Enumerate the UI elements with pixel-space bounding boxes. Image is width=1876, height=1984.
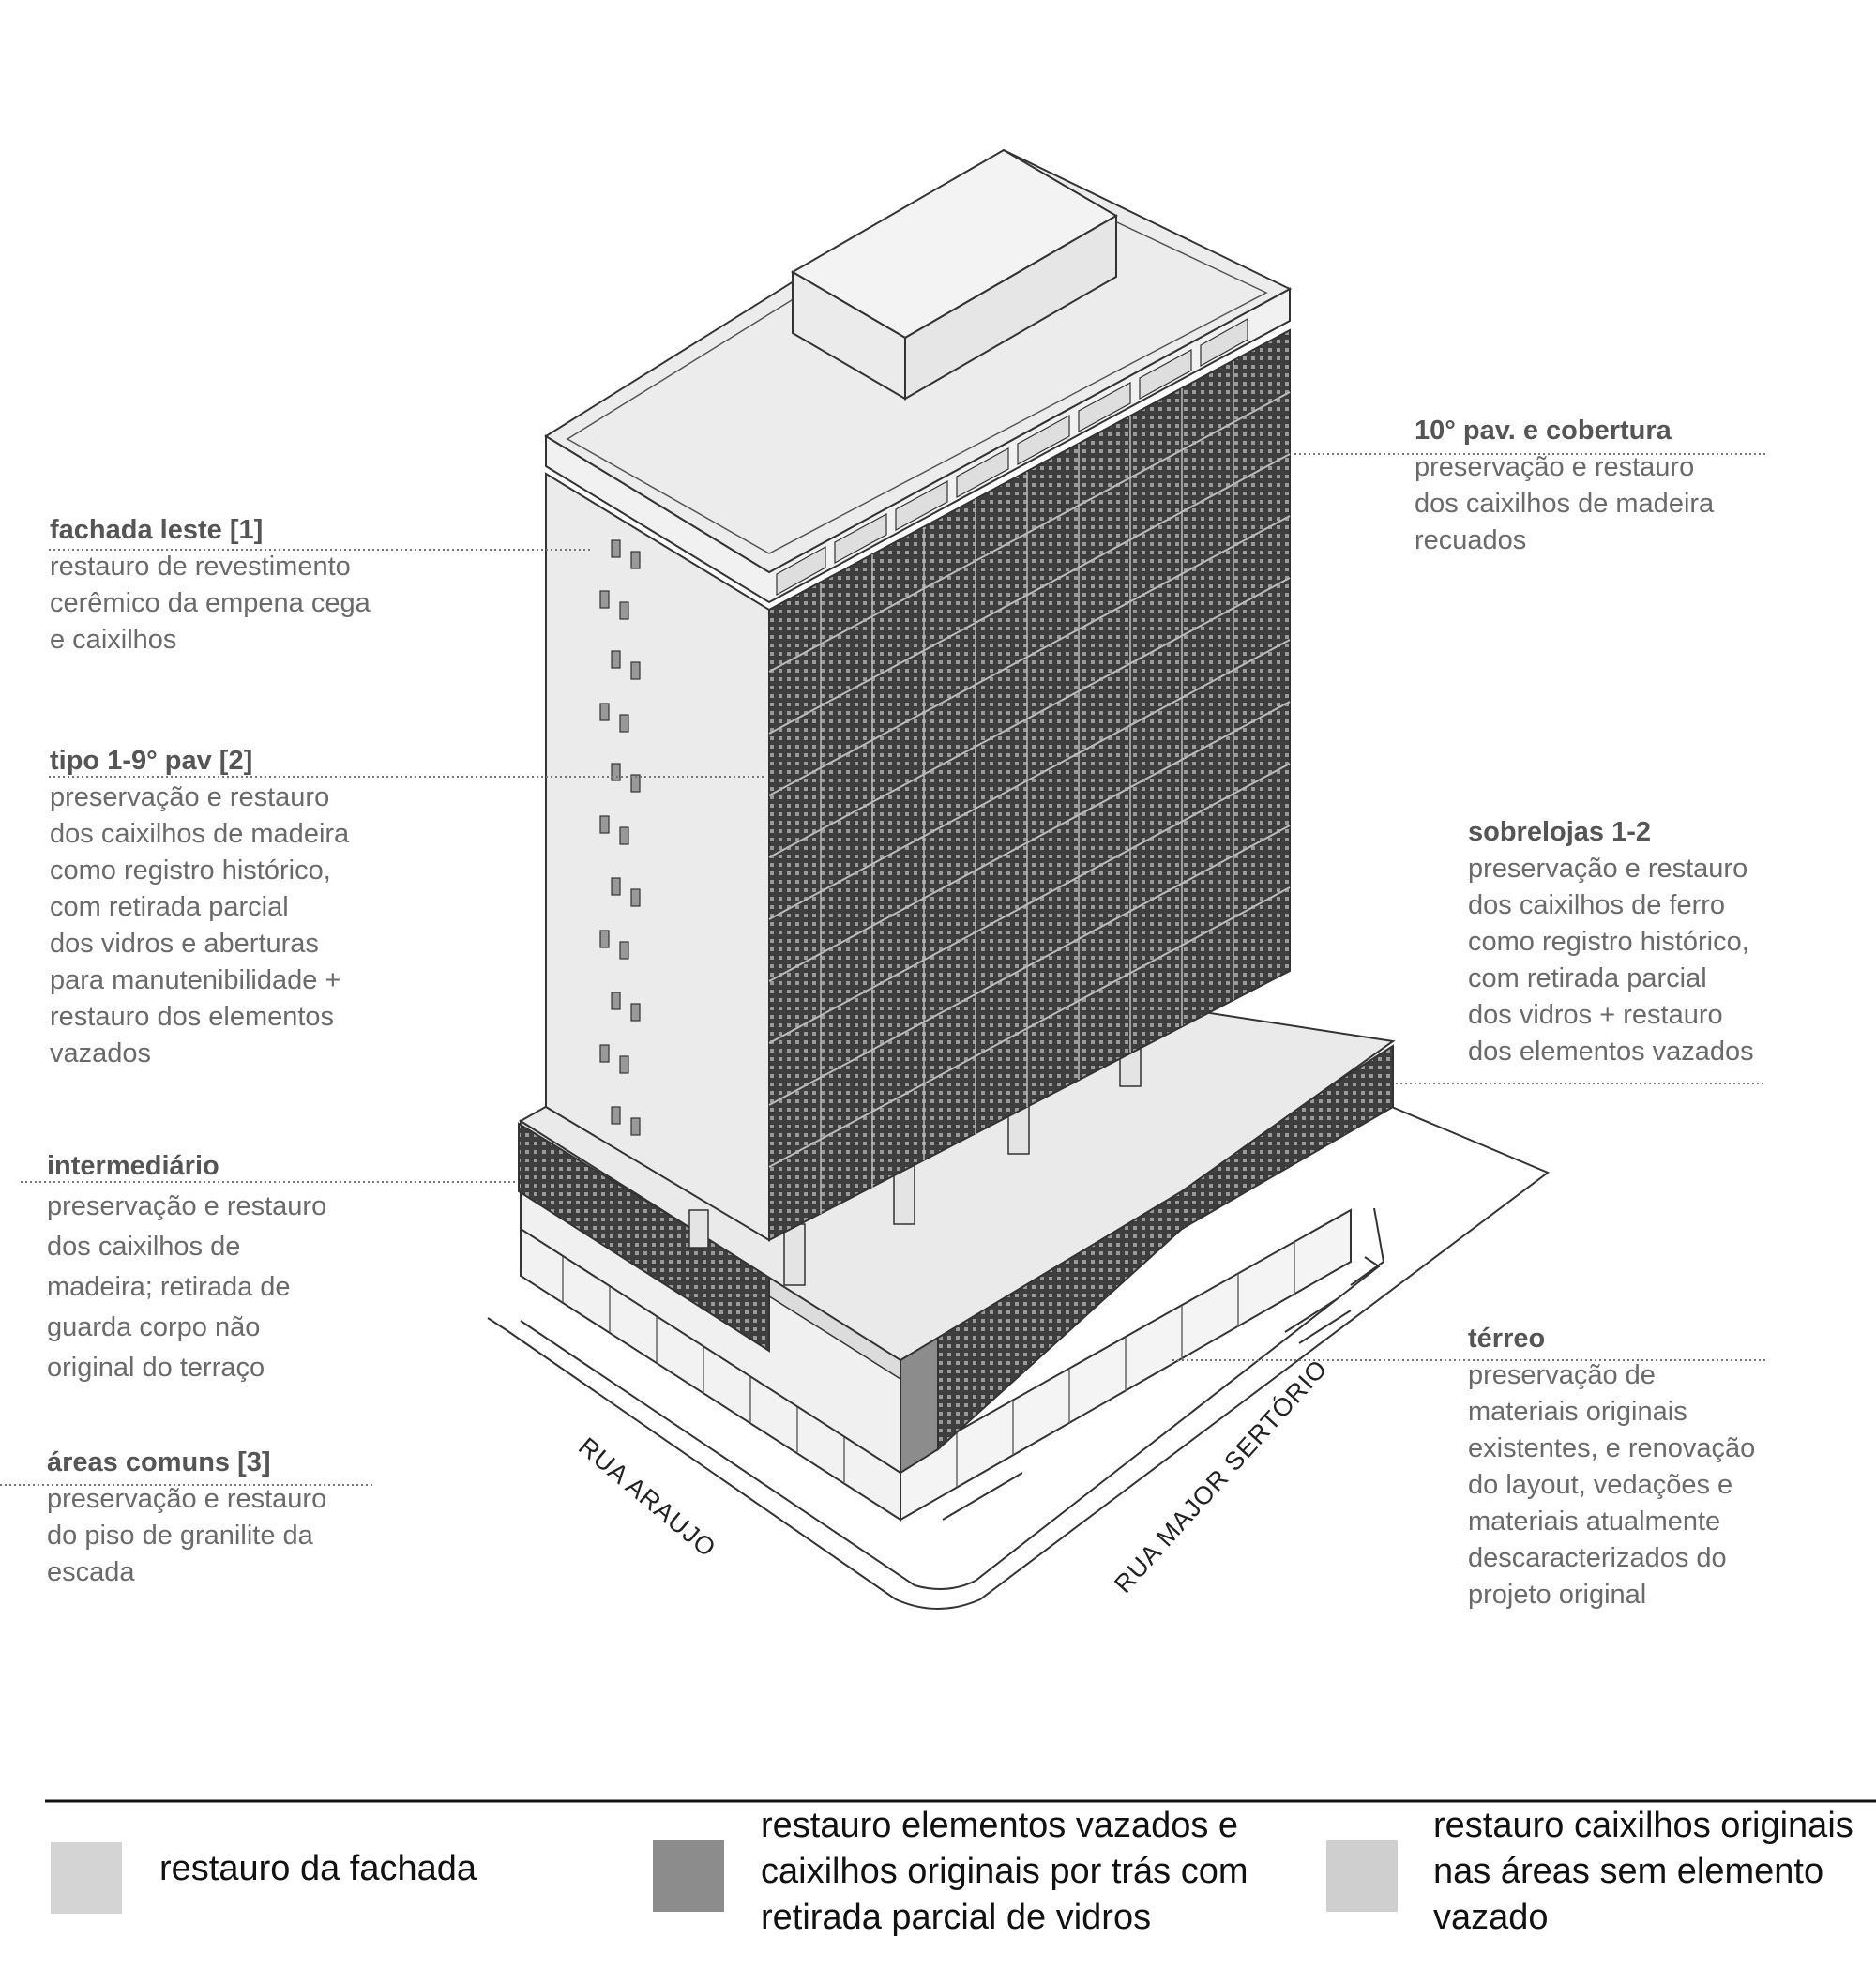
legend-item-fachada: restauro da fachada [51, 1803, 613, 1981]
annotation-areas-comuns-title: áreas comuns [3] [47, 1447, 271, 1477]
legend-swatch-caixilhos [1326, 1840, 1398, 1912]
annotation-areas-comuns: áreas comuns [3] preservação e restauro … [47, 1445, 326, 1591]
legend-label-vazados: restauro elementos vazados e caixilhos o… [761, 1806, 1248, 1937]
legend-label-caixilhos: restauro caixilhos originais nas áreas s… [1433, 1806, 1853, 1937]
annotation-sobrelojas-title: sobrelojas 1-2 [1468, 817, 1652, 847]
annotation-intermediario-title: intermediário [47, 1151, 219, 1181]
annotation-terreo: térreo preservação de materiais originai… [1468, 1321, 1755, 1613]
ground-floor-glazing [520, 1208, 1352, 1522]
annotation-cobertura: 10° pav. e cobertura preservação e resta… [1415, 413, 1714, 559]
legend-swatch-vazados [653, 1840, 724, 1912]
tower-east-facade [545, 472, 770, 1242]
annotation-fachada-leste-text: restauro de revestimento cerêmico da emp… [50, 552, 371, 655]
east-facade-windows [599, 539, 641, 1136]
street-label-araujo: RUA ARAUJO [573, 1432, 721, 1563]
leader-lines [0, 453, 1765, 1486]
tower-floor-lines [768, 391, 1291, 1168]
annotation-intermediario-text: preservação e restauro dos caixilhos de … [47, 1191, 327, 1383]
annotation-tipo-text: preservação e restauro dos caixilhos de … [50, 782, 350, 1068]
annotation-sobrelojas: sobrelojas 1-2 preservação e restauro do… [1468, 814, 1754, 1070]
annotation-cobertura-title: 10° pav. e cobertura [1415, 416, 1672, 446]
annotation-fachada-leste-title: fachada leste [1] [50, 515, 264, 545]
annotation-tipo-title: tipo 1-9° pav [2] [50, 746, 253, 776]
legend-label-fachada: restauro da fachada [159, 1849, 477, 1888]
tower-perforated-facade [768, 328, 1291, 1242]
annotation-fachada-leste: fachada leste [1] restauro de revestimen… [50, 512, 371, 659]
legend-swatch-fachada [51, 1842, 122, 1914]
annotation-terreo-text: preservação de materiais originais exist… [1468, 1360, 1756, 1610]
tower-module-lines [820, 361, 1234, 1214]
legend-item-caixilhos: restauro caixilhos originais nas áreas s… [1326, 1803, 1876, 1981]
roof-machine-room [791, 148, 1118, 401]
legend-item-vazados: restauro elementos vazados e caixilhos o… [653, 1803, 1253, 1981]
annotation-terreo-title: térreo [1468, 1324, 1546, 1354]
annotation-intermediario: intermediário preservação e restauro dos… [47, 1146, 326, 1388]
annotation-cobertura-text: preservação e restauro dos caixilhos de … [1415, 452, 1715, 555]
annotation-sobrelojas-text: preservação e restauro dos caixilhos de … [1468, 854, 1754, 1067]
tenth-floor-recessed-windows [776, 317, 1248, 597]
annotation-areas-comuns-text: preservação e restauro do piso de granil… [47, 1484, 327, 1587]
annotation-tipo: tipo 1-9° pav [2] preservação e restauro… [50, 743, 349, 1072]
